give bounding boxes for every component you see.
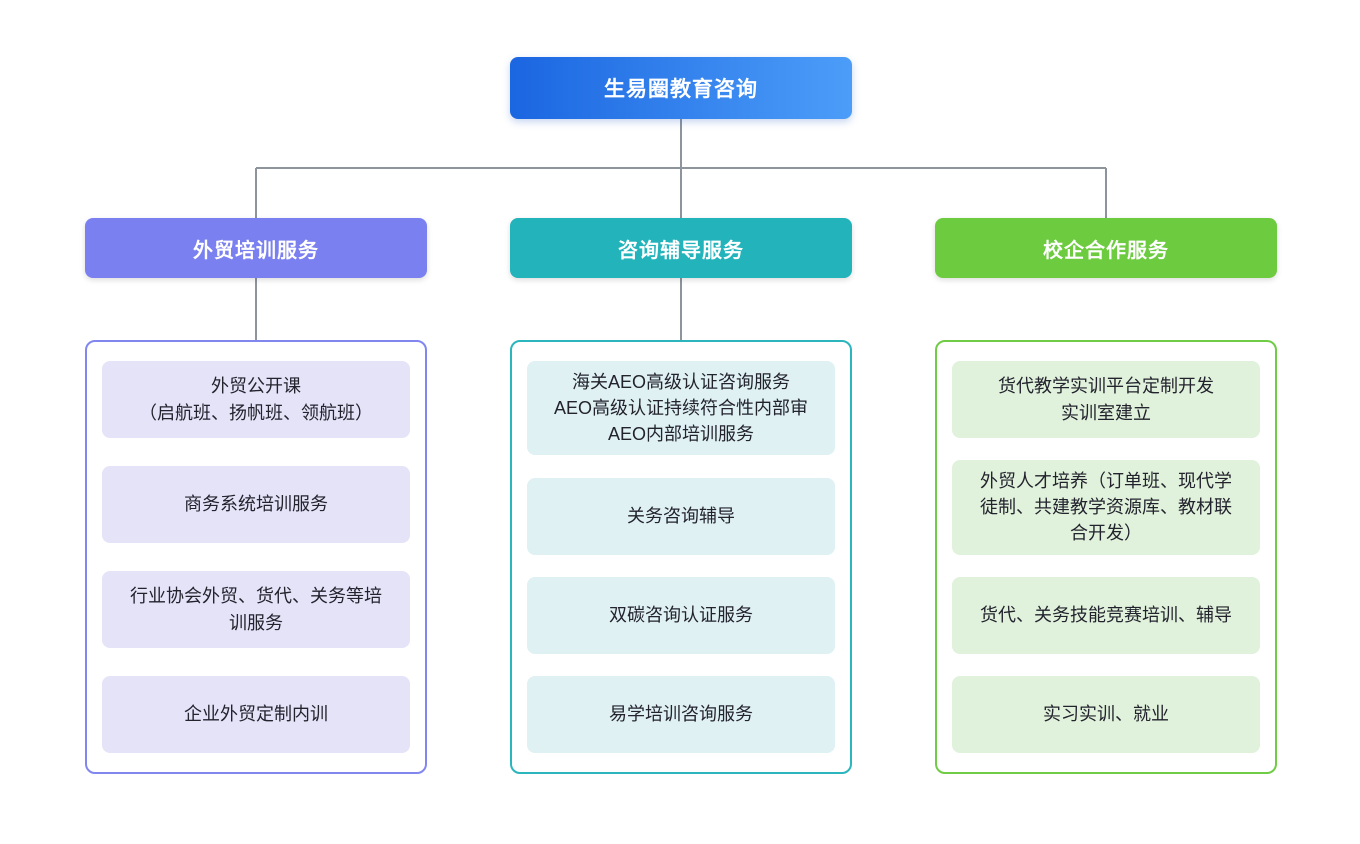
branch-panel-consulting: 海关AEO高级认证咨询服务 AEO高级认证持续符合性内部审 AEO内部培训服务 … (510, 340, 852, 774)
service-item: 货代、关务技能竞赛培训、辅导 (952, 576, 1260, 654)
branch-header-trade-training: 外贸培训服务 (85, 218, 427, 278)
service-item: 海关AEO高级认证咨询服务 AEO高级认证持续符合性内部审 AEO内部培训服务 (527, 361, 835, 456)
connector-branch2-to-panel (680, 278, 682, 340)
service-item: 实习实训、就业 (952, 675, 1260, 753)
root-node: 生易圈教育咨询 (510, 57, 852, 119)
service-item: 行业协会外贸、货代、关务等培训服务 (102, 571, 410, 648)
connector-horizontal (256, 167, 1106, 169)
branch-header-school-enterprise: 校企合作服务 (935, 218, 1277, 278)
service-item: 货代教学实训平台定制开发 实训室建立 (952, 361, 1260, 438)
branch-header-label: 外贸培训服务 (193, 239, 319, 262)
service-item: 双碳咨询认证服务 (527, 576, 835, 654)
connector-branch3-drop (1105, 168, 1107, 218)
branch-header-consulting: 咨询辅导服务 (510, 218, 852, 278)
service-item: 企业外贸定制内训 (102, 676, 410, 753)
connector-branch1-to-panel (255, 278, 257, 340)
branch-panel-school-enterprise: 货代教学实训平台定制开发 实训室建立 外贸人才培养（订单班、现代学徒制、共建教学… (935, 340, 1277, 774)
service-item: 外贸公开课 （启航班、扬帆班、领航班） (102, 361, 410, 438)
branch-panel-trade-training: 外贸公开课 （启航班、扬帆班、领航班） 商务系统培训服务 行业协会外贸、货代、关… (85, 340, 427, 774)
service-item: 外贸人才培养（订单班、现代学徒制、共建教学资源库、教材联合开发） (952, 460, 1260, 555)
service-item: 商务系统培训服务 (102, 466, 410, 543)
root-node-label: 生易圈教育咨询 (604, 78, 758, 101)
branch-header-label: 咨询辅导服务 (618, 239, 744, 262)
connector-branch1-drop (255, 168, 257, 218)
service-item: 易学培训咨询服务 (527, 675, 835, 753)
service-item: 关务咨询辅导 (527, 477, 835, 555)
branch-header-label: 校企合作服务 (1043, 239, 1169, 262)
